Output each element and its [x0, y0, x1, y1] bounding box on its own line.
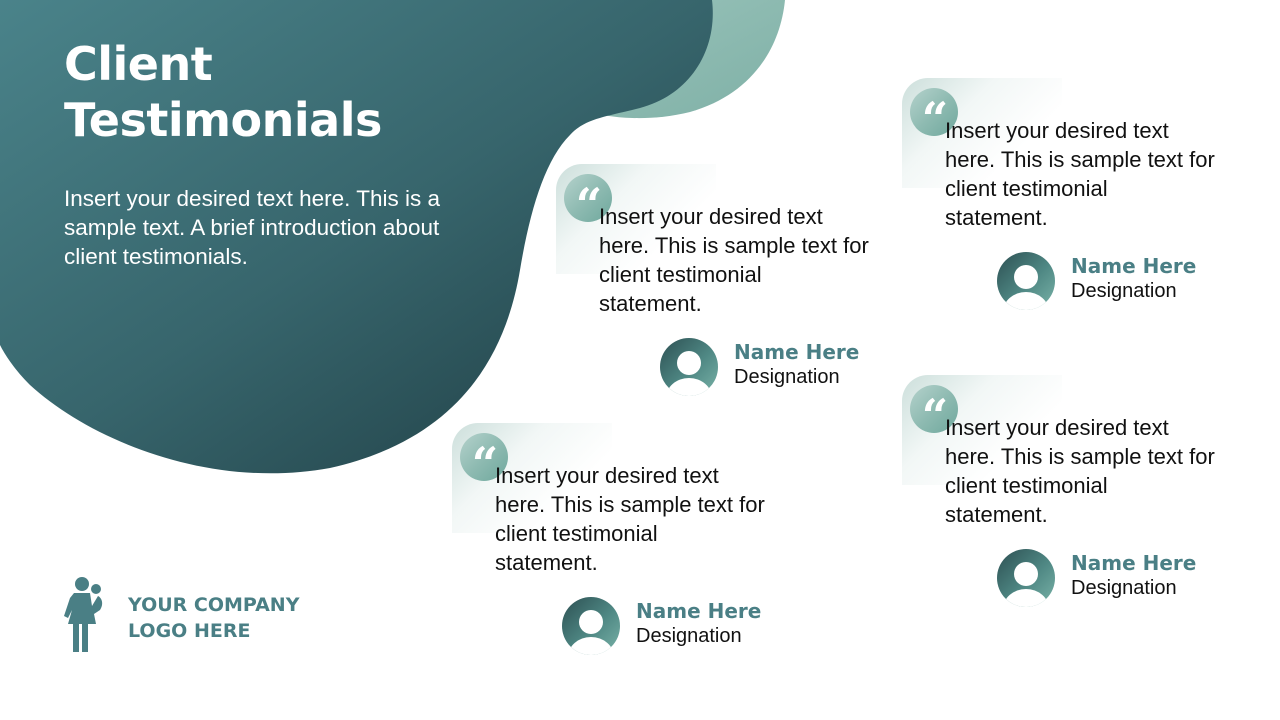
testimonial-text: Insert your desired text here. This is s… — [945, 415, 1215, 527]
user-avatar-icon — [660, 338, 718, 396]
author-name: Name Here — [636, 599, 762, 623]
company-logo: YOUR COMPANY LOGO HERE — [62, 576, 322, 656]
testimonial-text: Insert your desired text here. This is s… — [495, 463, 765, 575]
testimonial-card: “ Insert your desired text here. This is… — [556, 164, 876, 404]
quote-icon: “ — [460, 433, 508, 487]
quote-icon: “ — [564, 174, 612, 228]
author-name: Name Here — [1071, 551, 1197, 575]
title-line-2: Testimonials — [64, 93, 382, 147]
testimonial-card: “ Insert your desired text here. This is… — [902, 78, 1222, 318]
company-name: YOUR COMPANY LOGO HERE — [128, 594, 300, 642]
testimonial-card: “ Insert your desired text here. This is… — [902, 375, 1222, 615]
user-avatar-icon — [562, 597, 620, 655]
author-designation: Designation — [1071, 577, 1177, 599]
testimonial-text: Insert your desired text here. This is s… — [945, 118, 1215, 230]
testimonial-card: “ Insert your desired text here. This is… — [452, 423, 772, 663]
main-blob — [0, 0, 713, 474]
author-designation: Designation — [1071, 280, 1177, 302]
author-designation: Designation — [636, 625, 742, 647]
mother-with-child-icon — [64, 577, 103, 652]
user-avatar-icon — [997, 252, 1055, 310]
author-name: Name Here — [734, 340, 860, 364]
page-title: Client Testimonials — [64, 36, 382, 148]
author-designation: Designation — [734, 366, 840, 388]
quote-icon: “ — [910, 385, 958, 439]
author-name: Name Here — [1071, 254, 1197, 278]
quote-icon: “ — [910, 88, 958, 142]
testimonial-text: Insert your desired text here. This is s… — [599, 204, 869, 316]
title-line-1: Client — [64, 37, 213, 91]
user-avatar-icon — [997, 549, 1055, 607]
intro-text: Insert your desired text here. This is a… — [64, 186, 441, 269]
